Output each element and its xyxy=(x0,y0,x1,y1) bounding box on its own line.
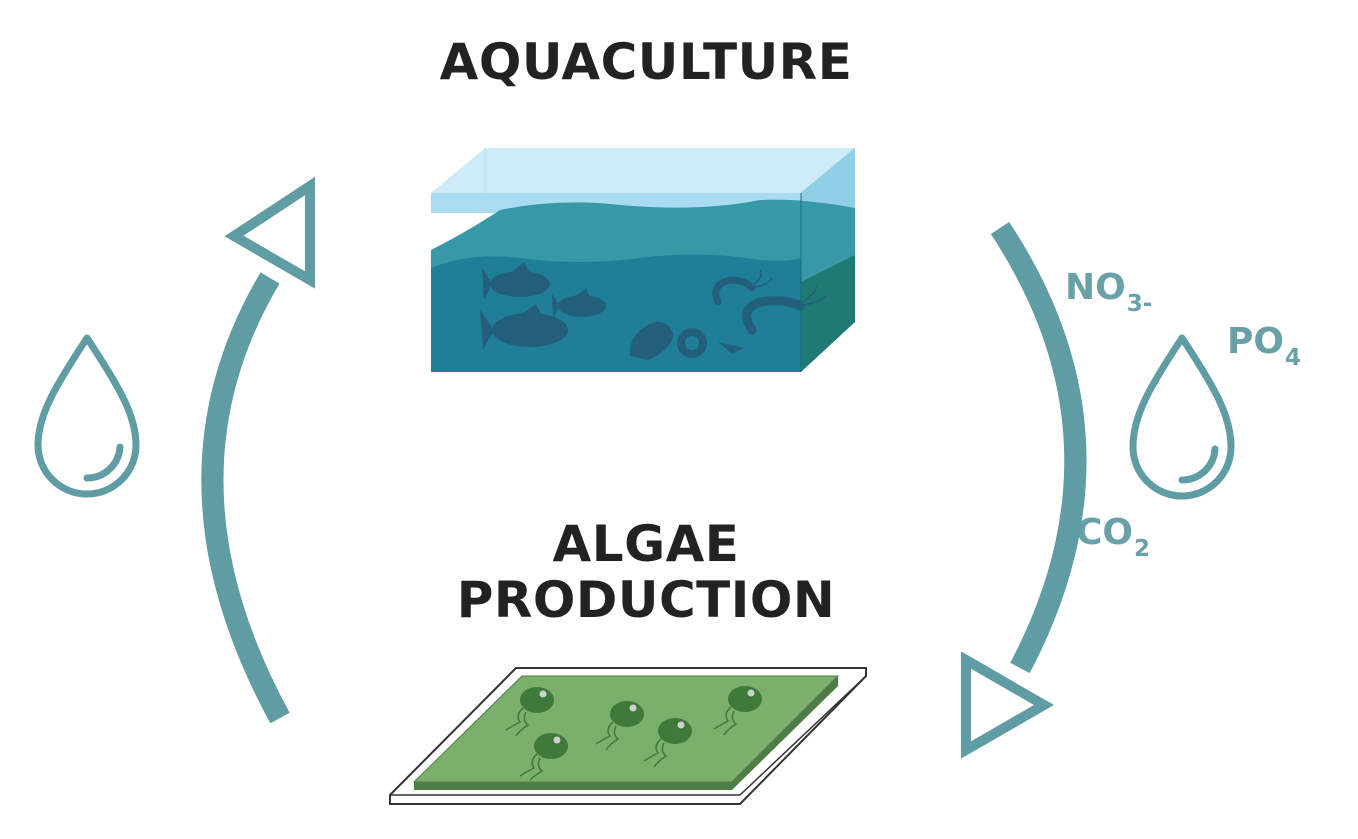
shrimp-icon xyxy=(712,276,756,306)
small-fish-icon xyxy=(718,342,744,354)
nitrate-label: NO3- xyxy=(1065,267,1152,318)
left-arrow-arc xyxy=(201,272,290,724)
right-drop-highlight xyxy=(1178,445,1219,484)
shrimp-antenna xyxy=(799,285,827,307)
right-arrow-arc xyxy=(990,221,1087,674)
tank-glass-top xyxy=(431,148,855,193)
shrimp-icon xyxy=(742,296,805,335)
phosphate-base: PO xyxy=(1227,321,1284,362)
algae-cell-icon xyxy=(643,718,692,768)
snail-shell-spiral xyxy=(685,336,699,350)
algae-title-line1: ALGAE xyxy=(552,515,740,573)
phosphate-subscript: 4 xyxy=(1285,345,1302,371)
left-cycle-arrow-icon xyxy=(201,176,315,724)
left-arrow-head xyxy=(224,176,315,289)
algae-cell-icon xyxy=(713,686,762,736)
co2-subscript: 2 xyxy=(1134,536,1151,562)
conch-shell-icon xyxy=(629,321,674,360)
algae-cell-icon xyxy=(595,701,644,751)
fish-icon xyxy=(552,288,606,318)
left-drop-outline xyxy=(34,334,140,498)
aquarium-tank-icon xyxy=(431,148,855,372)
nitrate-subscript: 3- xyxy=(1126,291,1153,317)
algae-production-title: ALGAE PRODUCTION xyxy=(396,516,896,628)
shrimp-antenna xyxy=(751,269,773,289)
carbon-dioxide-label: CO2 xyxy=(1076,512,1150,563)
algae-tray-icon xyxy=(389,667,867,805)
algae-title-line2: PRODUCTION xyxy=(456,571,836,629)
algae-cell-icon xyxy=(519,733,568,781)
right-arrow-head xyxy=(961,651,1055,759)
right-drop-outline xyxy=(1129,334,1235,500)
fish-icon xyxy=(480,304,568,350)
co2-base: CO xyxy=(1076,512,1134,553)
nitrate-base: NO xyxy=(1065,267,1126,308)
fish-icon xyxy=(482,262,550,300)
aquaculture-title: AQUACULTURE xyxy=(439,33,853,91)
water-drop-icon xyxy=(34,334,140,498)
phosphate-label: PO4 xyxy=(1227,321,1301,372)
right-cycle-arrow-icon xyxy=(961,221,1087,759)
algae-cell-icon xyxy=(505,687,554,737)
water-drop-icon xyxy=(1129,334,1235,500)
left-drop-highlight xyxy=(83,443,124,482)
